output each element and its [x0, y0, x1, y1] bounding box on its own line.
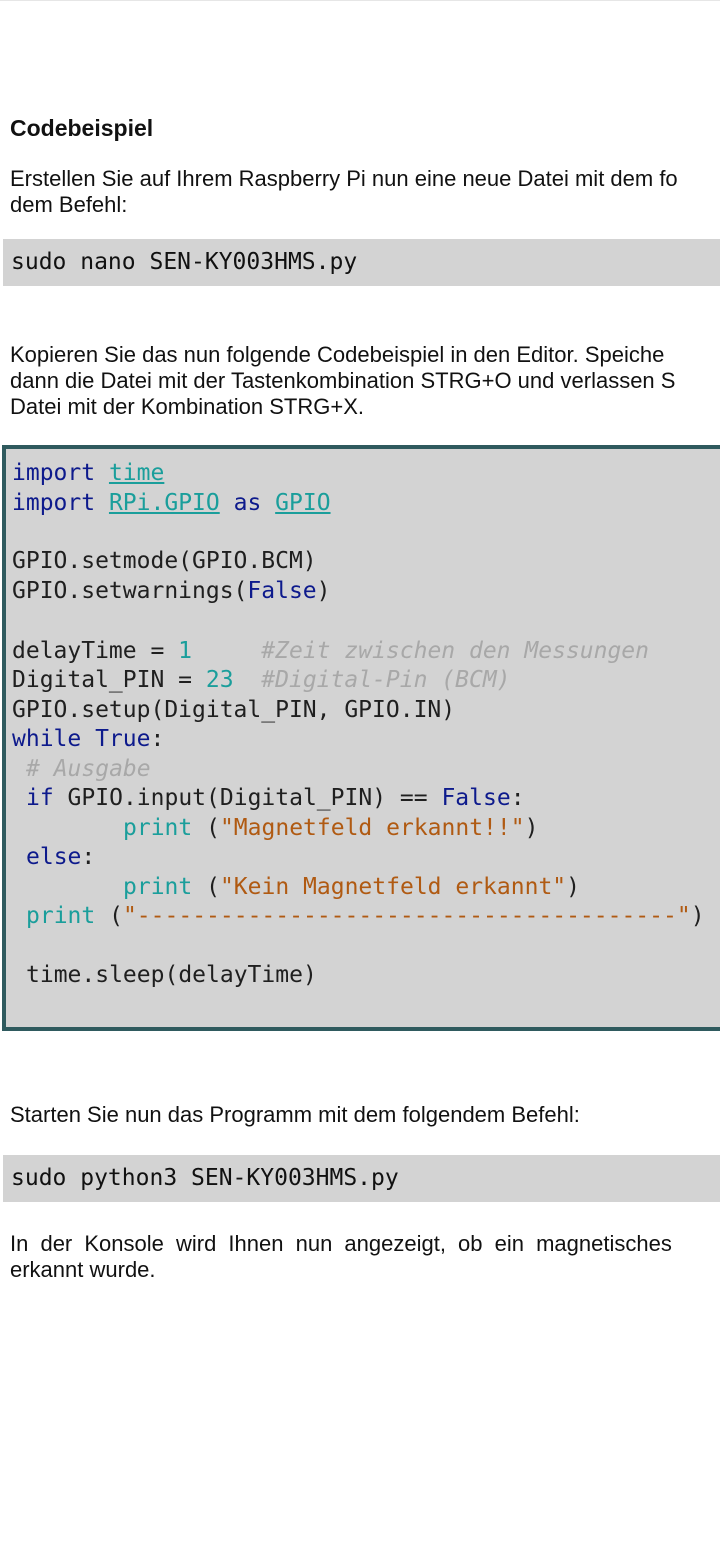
- code-line: import RPi.GPIO as GPIO: [12, 490, 331, 516]
- console-line: erkannt wurde.: [10, 1257, 156, 1282]
- code-line: print ("Kein Magnetfeld erkannt"): [123, 874, 580, 900]
- code-block[interactable]: import time import RPi.GPIO as GPIO GPIO…: [2, 445, 720, 1031]
- copy-instructions-paragraph: Kopieren Sie das nun folgende Codebeispi…: [10, 342, 720, 420]
- copy-line: Datei mit der Kombination STRG+X.: [10, 394, 364, 419]
- code-line: Digital_PIN = 23 #Digital-Pin (BCM): [12, 667, 511, 693]
- code-line: print ("Magnetfeld erkannt!!"): [123, 815, 539, 841]
- start-paragraph: Starten Sie nun das Programm mit dem fol…: [10, 1102, 720, 1128]
- start-line: Starten Sie nun das Programm mit dem fol…: [10, 1102, 580, 1127]
- run-command-text: sudo python3 SEN-KY003HMS.py: [11, 1165, 399, 1191]
- code-line: GPIO.setmode(GPIO.BCM): [12, 548, 317, 574]
- code-line: # Ausgabe: [26, 756, 151, 782]
- code-line: delayTime = 1 #Zeit zwischen den Messung…: [12, 638, 650, 664]
- code-line: print ("--------------------------------…: [26, 903, 705, 929]
- code-line: if GPIO.input(Digital_PIN) == False:: [26, 785, 525, 811]
- section-heading: Codebeispiel: [10, 115, 154, 141]
- intro-line: Erstellen Sie auf Ihrem Raspberry Pi nun…: [10, 166, 678, 191]
- code-line: GPIO.setwarnings(False): [12, 578, 331, 604]
- create-command-text: sudo nano SEN-KY003HMS.py: [11, 249, 358, 275]
- run-command-block[interactable]: sudo python3 SEN-KY003HMS.py: [3, 1155, 720, 1202]
- copy-line: Kopieren Sie das nun folgende Codebeispi…: [10, 342, 665, 367]
- code-line: else:: [26, 844, 96, 870]
- code-line: import time: [12, 460, 165, 486]
- copy-line: dann die Datei mit der Tastenkombination…: [10, 368, 676, 393]
- create-command-block[interactable]: sudo nano SEN-KY003HMS.py: [3, 239, 720, 286]
- console-line: In der Konsole wird Ihnen nun angezeigt,…: [10, 1231, 672, 1256]
- code-line: GPIO.setup(Digital_PIN, GPIO.IN): [12, 697, 456, 723]
- top-divider: [0, 0, 720, 1]
- code-line: time.sleep(delayTime): [26, 962, 317, 988]
- intro-line: dem Befehl:: [10, 192, 128, 217]
- code-line: while True:: [12, 726, 165, 752]
- intro-paragraph: Erstellen Sie auf Ihrem Raspberry Pi nun…: [10, 166, 720, 218]
- console-paragraph: In der Konsole wird Ihnen nun angezeigt,…: [10, 1231, 720, 1283]
